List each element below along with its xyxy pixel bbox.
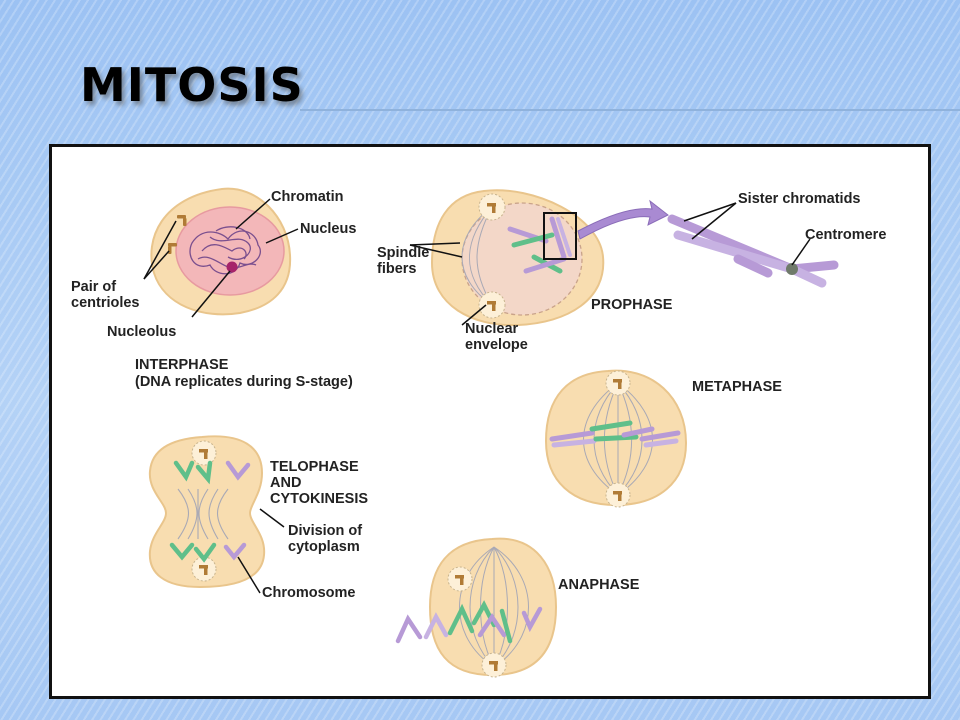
- label-and: AND: [270, 475, 302, 491]
- label-chromosome: Chromosome: [262, 585, 356, 601]
- prophase-chromosomes: [507, 216, 572, 274]
- label-telophase: TELOPHASE: [270, 459, 359, 475]
- label-nuclear: Nuclear: [465, 321, 519, 337]
- metaphase-chromosomes: [549, 420, 681, 448]
- metaphase-cell: [544, 369, 688, 508]
- nucleolus: [226, 261, 238, 273]
- label-metaphase: METAPHASE: [692, 379, 782, 395]
- telophase-cell: [148, 435, 266, 589]
- telophase-spindle-remnant: [177, 488, 229, 540]
- zoom-box: [543, 212, 577, 260]
- metaphase-centrioles: [613, 379, 622, 501]
- interphase-cell: [150, 187, 292, 316]
- sister-chromatids-zoom: [667, 214, 839, 288]
- prophase-centrioles: [487, 203, 496, 311]
- telophase-chromosomes: [169, 460, 251, 563]
- prophase-leaders: [409, 202, 811, 326]
- label-centromere: Centromere: [805, 227, 887, 243]
- prophase-cell: [430, 189, 605, 327]
- label-sister-chromatids: Sister chromatids: [738, 191, 861, 207]
- label-chromatin: Chromatin: [271, 189, 344, 205]
- label-prophase: PROPHASE: [591, 297, 673, 313]
- label-envelope: envelope: [465, 337, 528, 353]
- label-spindle: Spindle: [377, 245, 430, 261]
- label-cytokinesis: CYTOKINESIS: [270, 491, 369, 507]
- anaphase-cell: [395, 537, 558, 678]
- telophase-centrioles: [199, 449, 208, 575]
- label-nucleus: Nucleus: [300, 221, 357, 237]
- interphase-leaders: [143, 198, 299, 318]
- mitosis-diagram-panel: Chromatin Nucleus Pair of centrioles Nuc…: [49, 144, 931, 699]
- zoom-arrow: [577, 199, 669, 240]
- anaphase-centrioles: [455, 575, 498, 671]
- label-interphase: INTERPHASE: [135, 357, 229, 373]
- slide-title: MITOSIS: [80, 58, 304, 112]
- title-underline: [300, 109, 960, 111]
- label-fibers: fibers: [377, 261, 417, 277]
- nuclear-envelope: [461, 202, 583, 316]
- label-nucleolus: Nucleolus: [107, 324, 177, 340]
- label-interphase-note: (DNA replicates during S-stage): [135, 374, 353, 390]
- label-anaphase: ANAPHASE: [558, 577, 640, 593]
- label-division-of: Division of: [288, 523, 363, 539]
- label-centrioles: centrioles: [71, 295, 140, 311]
- interphase-nucleus: [175, 206, 285, 296]
- mitosis-diagram: [143, 187, 839, 678]
- interphase-centrioles: [168, 215, 187, 254]
- label-cytoplasm: cytoplasm: [288, 539, 360, 555]
- anaphase-chromosomes: [395, 600, 543, 644]
- telophase-leaders: [237, 508, 285, 594]
- label-pair-of: Pair of: [71, 279, 117, 295]
